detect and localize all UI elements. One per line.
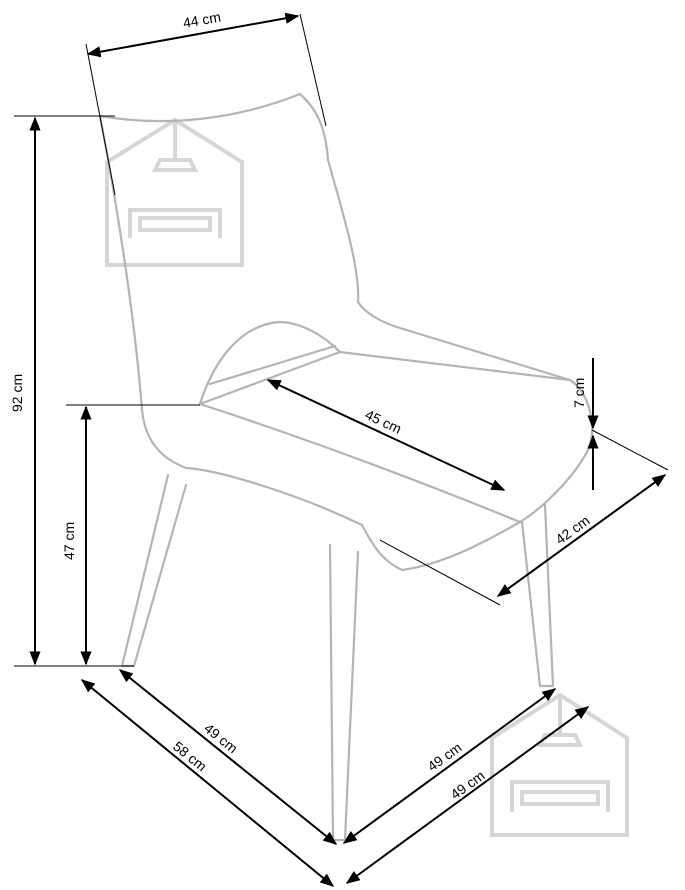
label-seat-depth: 45 cm [363, 406, 404, 437]
dim-line-base-depth-inner [118, 669, 338, 845]
label-seat-height: 47 cm [61, 522, 77, 560]
chair-leg-front-left [120, 473, 188, 668]
label-top-width: 44 cm [182, 9, 222, 31]
dim-line-base-width-outer [345, 706, 590, 884]
dimension-labels: 44 cm 92 cm 47 cm 45 cm 7 cm 42 cm 49 cm… [9, 9, 593, 803]
dim-line-seat-depth [266, 379, 506, 491]
dimension-arrows [29, 12, 667, 887]
watermark-logo-top [105, 117, 244, 267]
label-total-height: 92 cm [9, 374, 25, 412]
dim-line-base-depth-outer [80, 679, 335, 887]
watermark-logo-bottom [490, 692, 629, 837]
dim-line-seat-width [496, 474, 667, 597]
label-seat-thickness: 7 cm [571, 378, 587, 408]
chair-leg-back-right [520, 503, 555, 688]
extension-lines [14, 13, 669, 667]
dim-line-top-width [86, 12, 300, 58]
dim-line-base-width-inner [342, 688, 557, 844]
chair-outline [98, 92, 594, 842]
chair-seat [140, 378, 594, 572]
chair-leg-front-right [328, 543, 360, 842]
chair-backrest [98, 92, 572, 382]
